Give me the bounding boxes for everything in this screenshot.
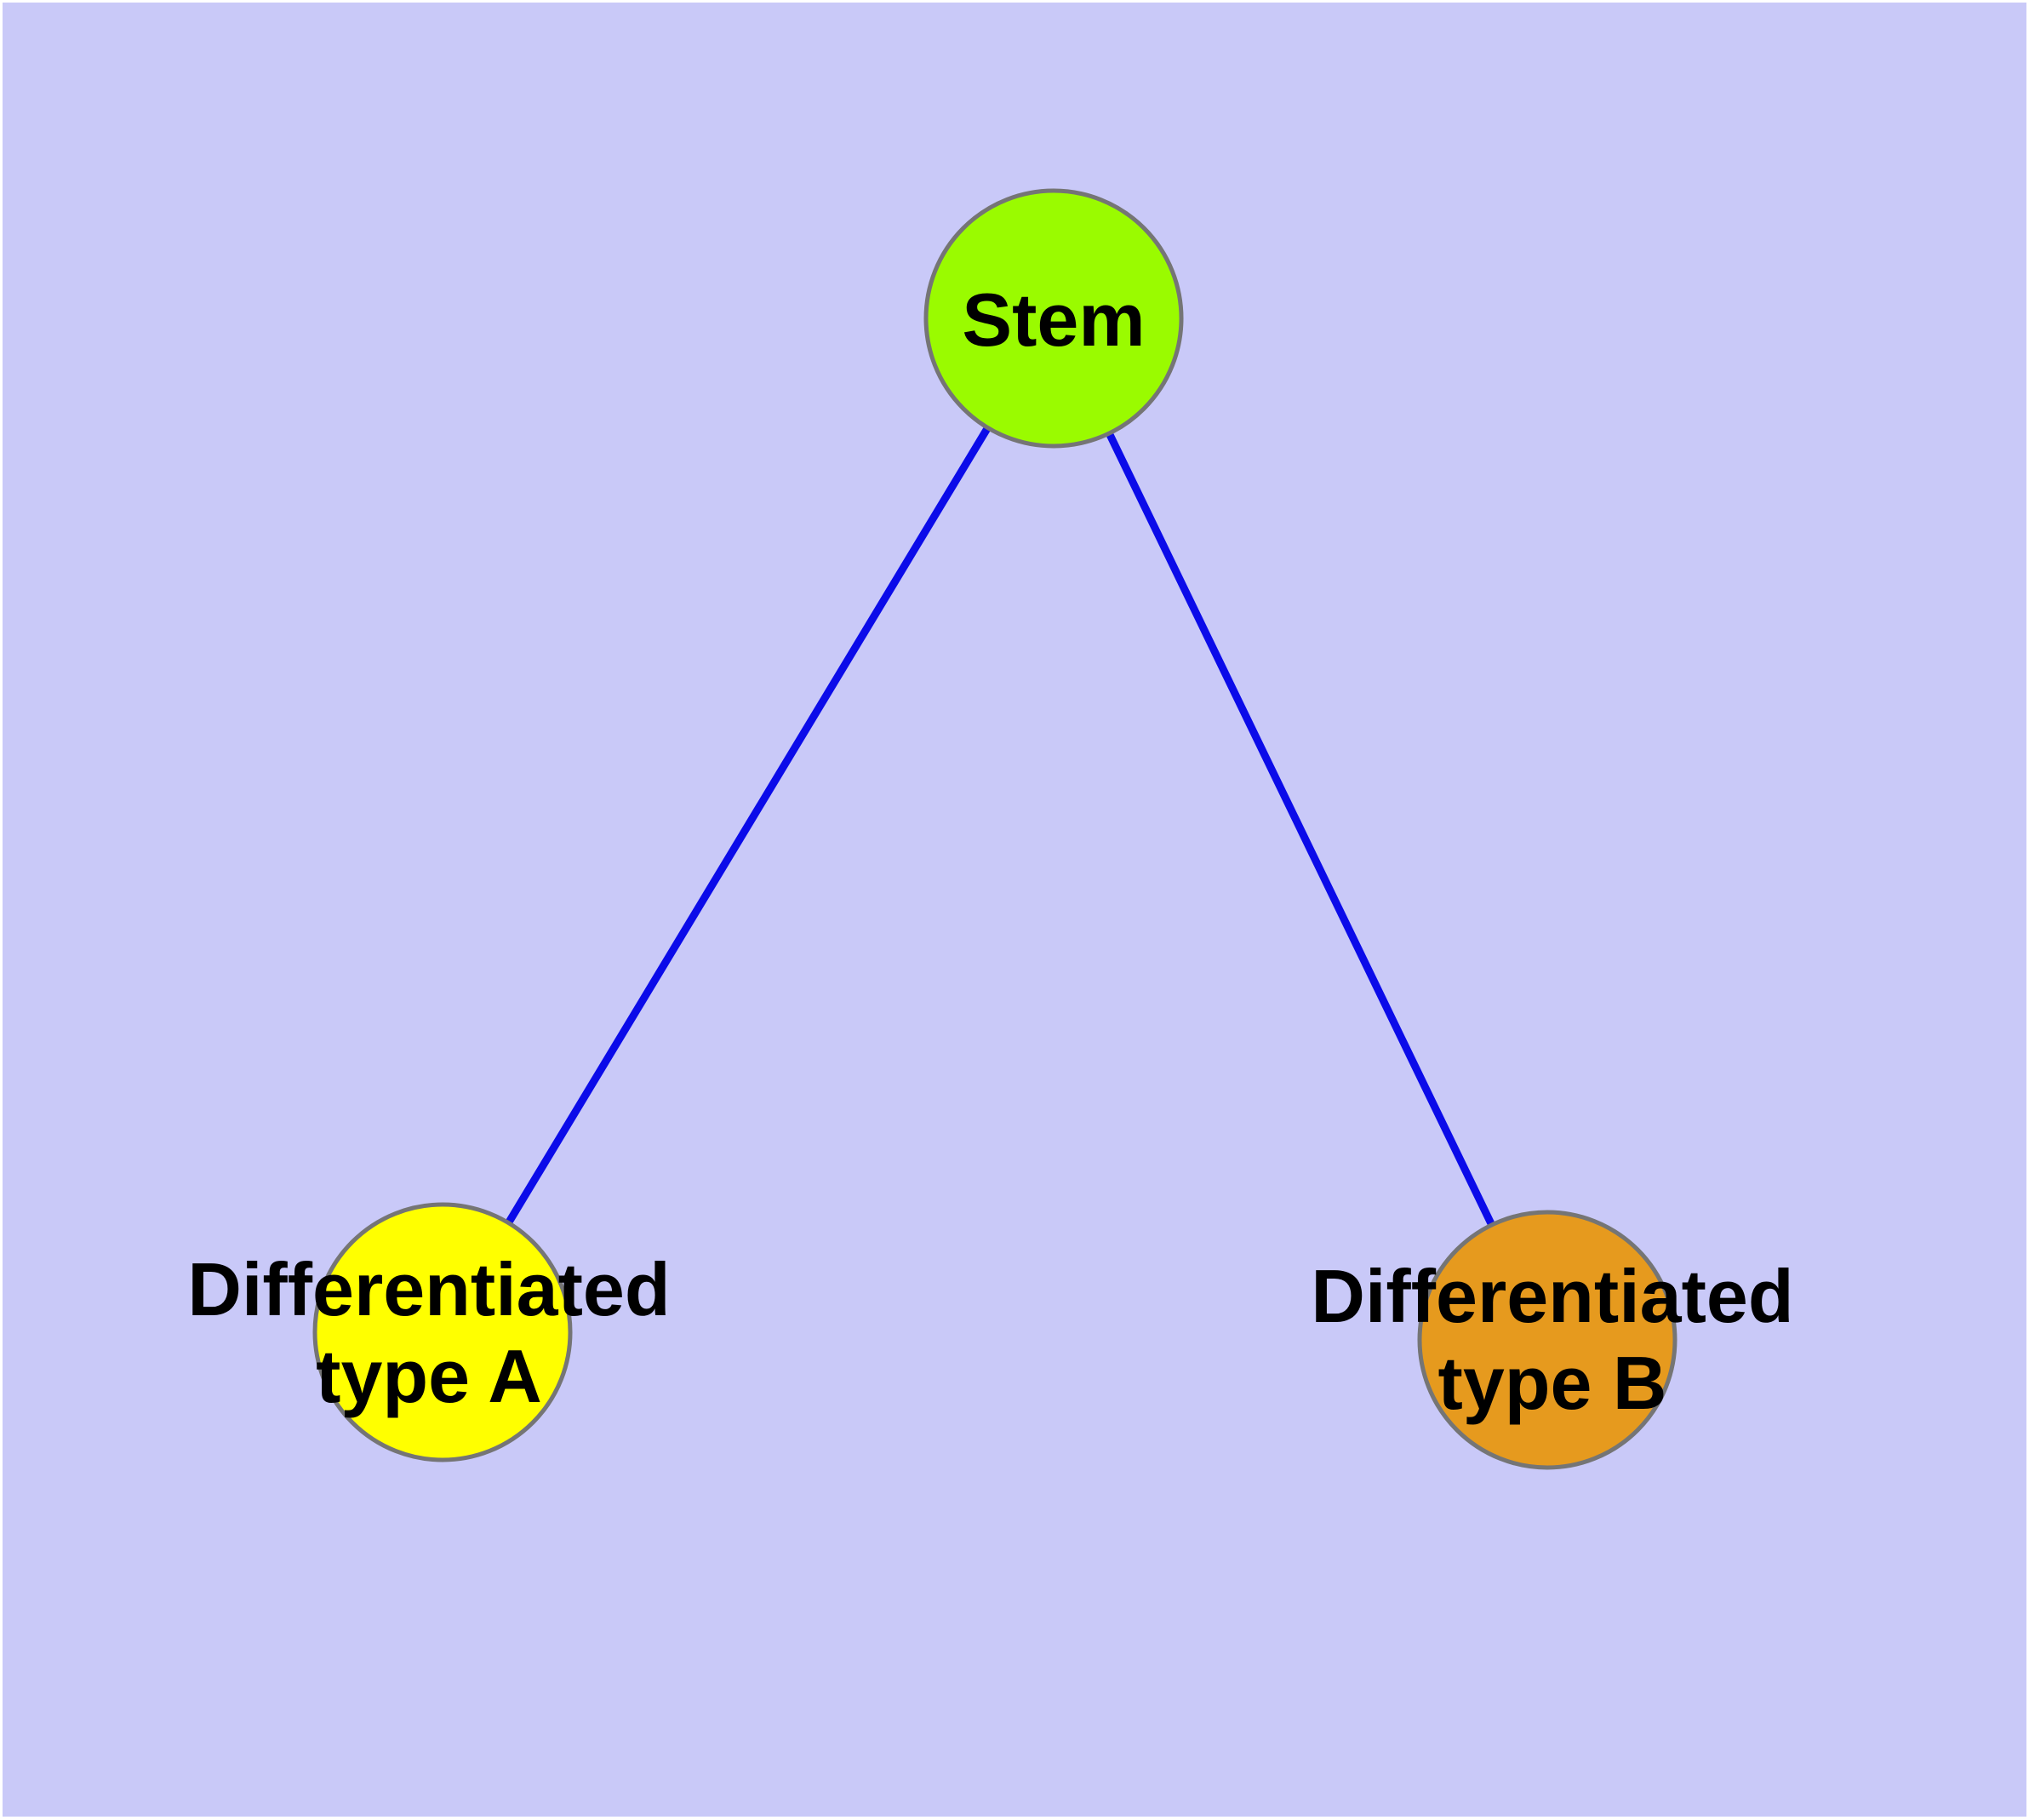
- node-label-differentiated-type-b: Differentiated type B: [1311, 1253, 1794, 1425]
- node-differentiated-type-b: [1417, 1210, 1677, 1470]
- node-label-stem: Stem: [962, 277, 1146, 362]
- node-differentiated-type-a: [312, 1202, 573, 1462]
- node-label-differentiated-type-a: Differentiated type A: [187, 1246, 671, 1418]
- edge-stem-to-type-a: [439, 316, 1057, 1335]
- edge-stem-to-type-b: [1049, 317, 1552, 1342]
- node-stem: [923, 188, 1184, 449]
